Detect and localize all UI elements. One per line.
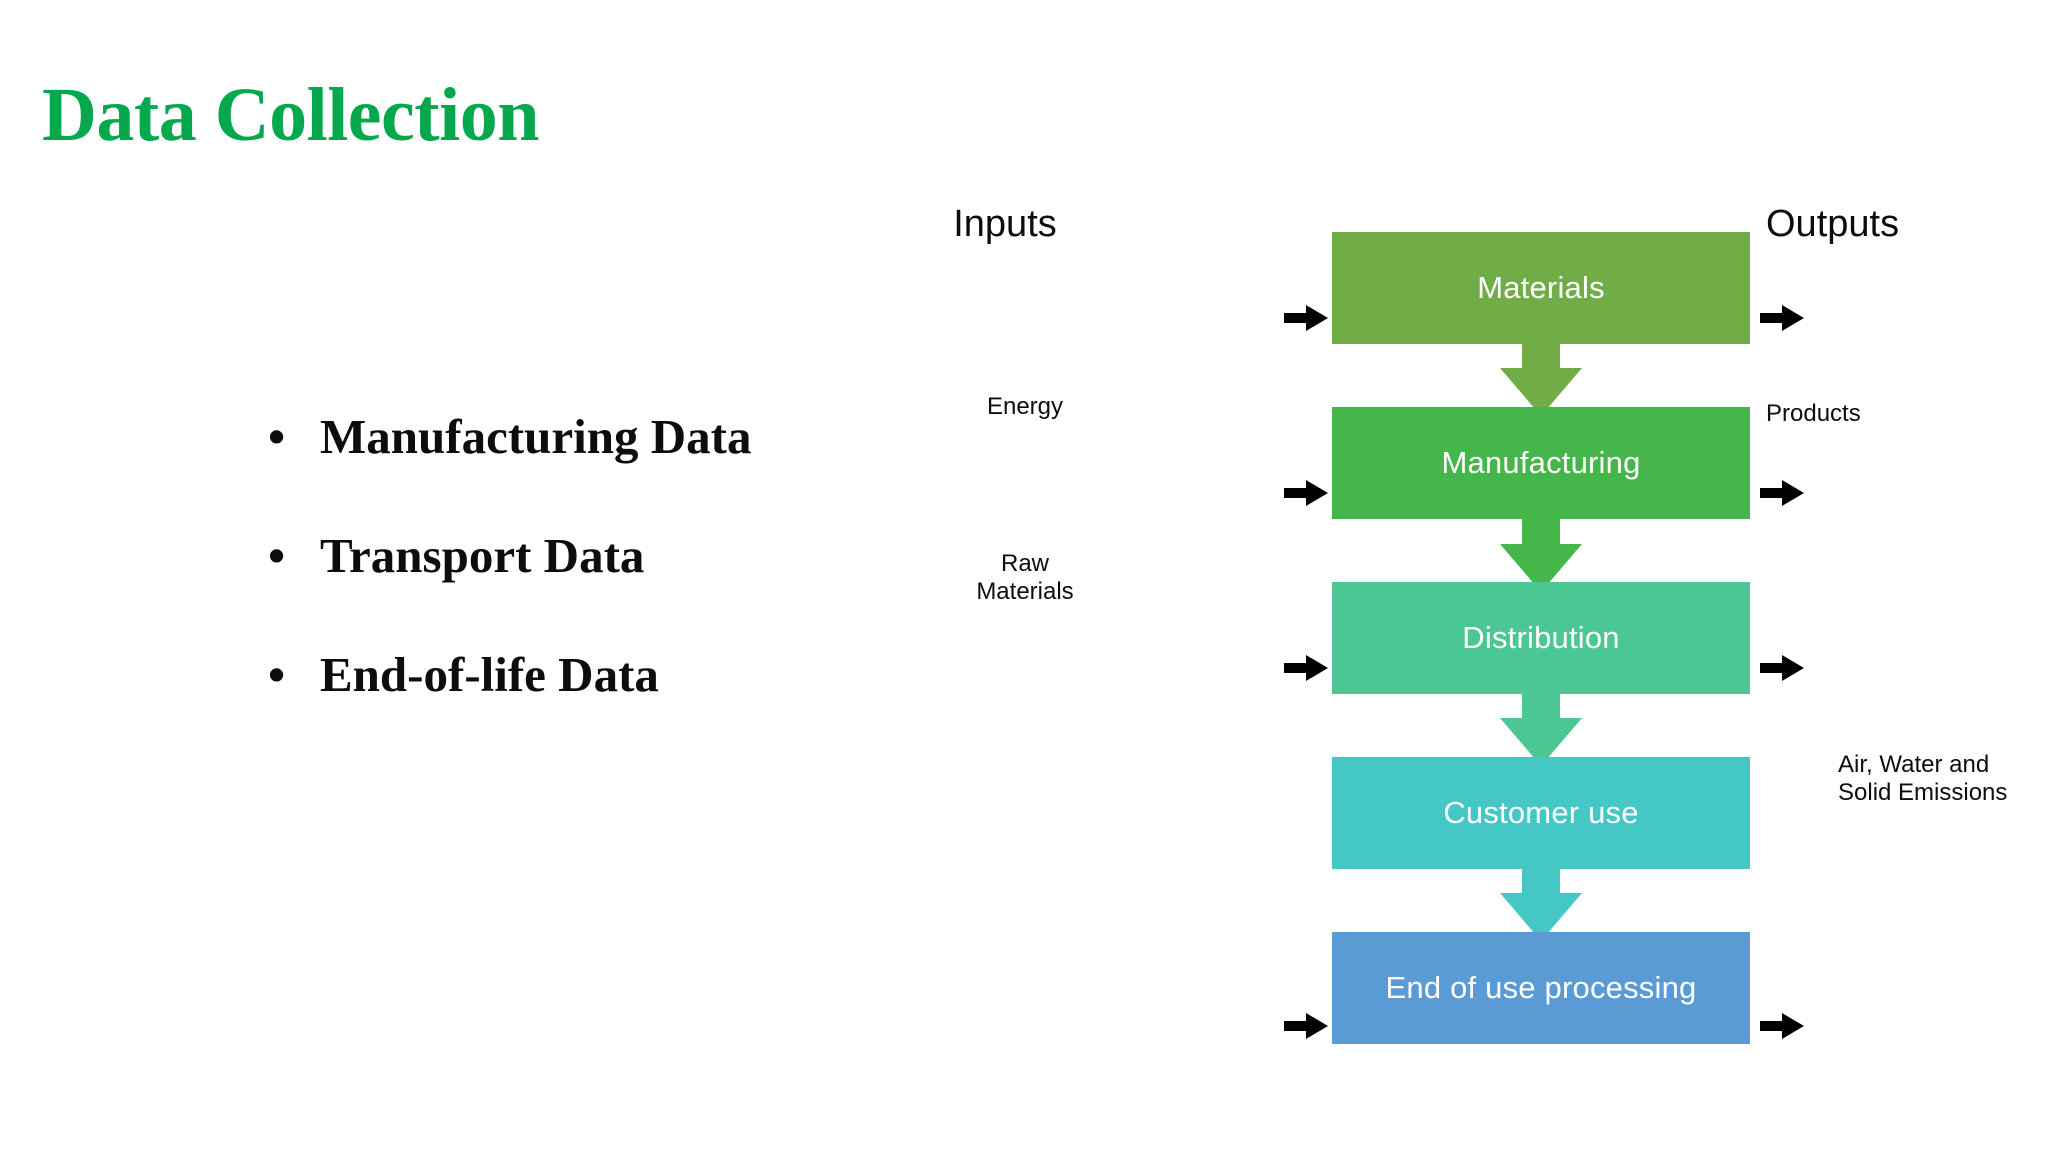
output-arrow-distribution-icon [1760,655,1804,681]
arrow-shaft [1284,313,1310,323]
arrow-shaft [1284,488,1310,498]
bullet-list: • Manufacturing Data • Transport Data • … [268,412,908,769]
list-item-label: Manufacturing Data [320,409,752,464]
input-label-raw-materials: Raw Materials [976,550,1074,606]
bullet-marker-icon: • [268,409,286,464]
input-arrow-manufacturing-icon [1284,480,1328,506]
list-item-label: Transport Data [320,528,645,583]
process-box-manufacturing[interactable]: Manufacturing [1332,407,1750,519]
connector-arrow-distribution-to-customer-use [1500,690,1582,766]
list-item: • Transport Data [268,531,908,580]
arrow-head [1306,305,1328,331]
arrow-shaft [1760,313,1786,323]
arrow-shaft [1284,663,1310,673]
process-box-label: End of use processing [1385,970,1697,1005]
arrow-shaft [1760,488,1786,498]
output-arrow-end-of-use-icon [1760,1013,1804,1039]
list-item: • Manufacturing Data [268,412,908,461]
connector-arrow-customer-use-to-end-of-use [1500,865,1582,941]
arrow-head [1306,1013,1328,1039]
diagram-inputs-header: Inputs [953,203,1057,245]
process-box-materials[interactable]: Materials [1332,232,1750,344]
arrow-head [1782,480,1804,506]
list-item: • End-of-life Data [268,650,908,699]
process-box-label: Customer use [1443,795,1639,830]
arrow-shaft [1284,1021,1310,1031]
process-box-customer-use[interactable]: Customer use [1332,757,1750,869]
output-arrow-manufacturing-icon [1760,480,1804,506]
input-label-energy: Energy [986,393,1064,420]
arrow-head [1782,655,1804,681]
diagram-outputs-header: Outputs [1766,203,1900,245]
connector-arrow-manufacturing-to-distribution [1500,516,1582,592]
arrow-head [1306,480,1328,506]
process-box-label: Manufacturing [1441,445,1641,480]
page-title: Data Collection [42,73,539,157]
process-box-distribution[interactable]: Distribution [1332,582,1750,694]
process-box-label: Distribution [1462,620,1620,655]
process-box-end-of-use-processing[interactable]: End of use processing [1332,932,1750,1044]
output-arrow-materials-icon [1760,305,1804,331]
output-label-products: Products [1766,400,1861,427]
arrow-head [1782,1013,1804,1039]
arrow-head [1782,305,1804,331]
process-box-label: Materials [1477,270,1605,305]
input-arrow-materials-icon [1284,305,1328,331]
output-label-emissions: Air, Water and Solid Emissions [1838,751,2008,807]
arrow-shaft [1760,1021,1786,1031]
bullet-marker-icon: • [268,647,286,702]
input-arrow-end-of-use-icon [1284,1013,1328,1039]
connector-arrow-materials-to-manufacturing [1500,340,1582,416]
list-item-label: End-of-life Data [320,647,659,702]
bullet-marker-icon: • [268,528,286,583]
lifecycle-process-diagram: Inputs Outputs Energy Raw Materials Prod… [953,200,2048,1080]
input-arrow-distribution-icon [1284,655,1328,681]
arrow-head [1306,655,1328,681]
arrow-shaft [1760,663,1786,673]
